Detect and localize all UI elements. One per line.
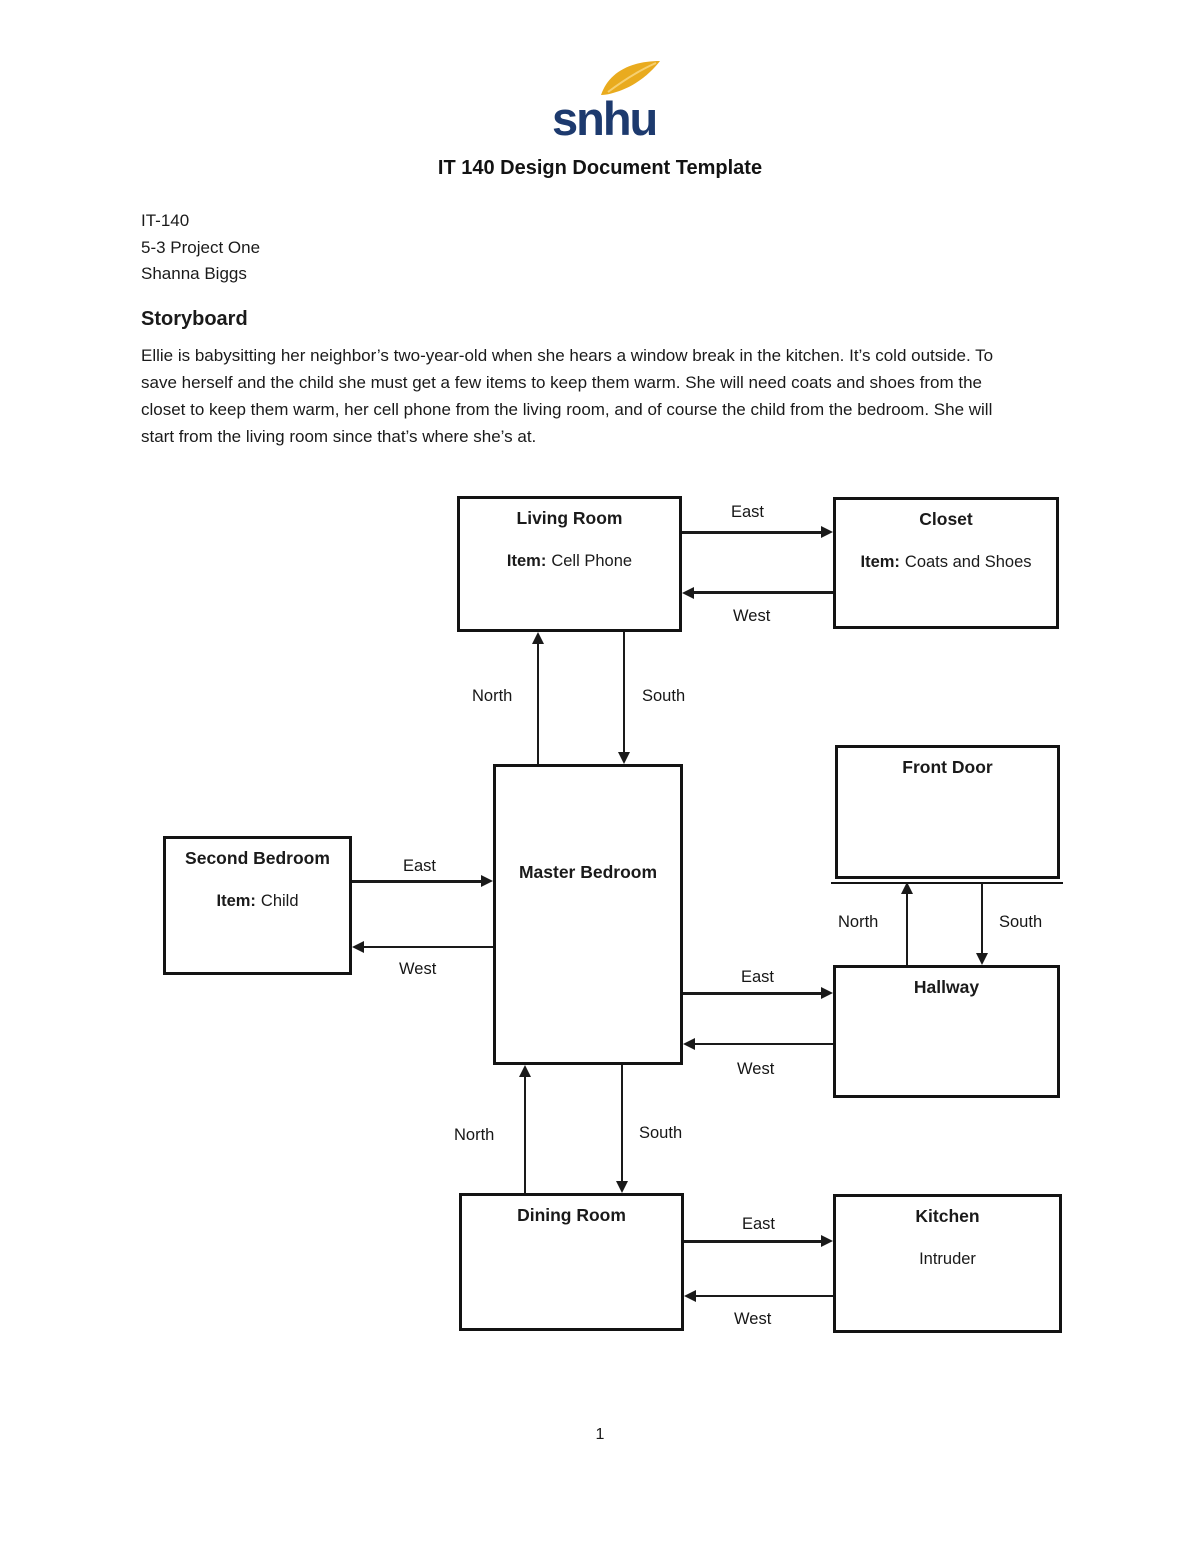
direction-label-north: North	[454, 1126, 495, 1144]
direction-label-north: North	[472, 687, 513, 705]
room-item: Item:Coats and Shoes	[836, 553, 1056, 572]
leaf-icon	[601, 61, 660, 95]
arrow-east-master-to-hallway	[683, 992, 821, 995]
arrow-south-frontdoor-to-hallway	[981, 883, 983, 953]
storyboard-body: Ellie is babysitting her neighbor’s two-…	[141, 346, 994, 446]
direction-label-south: South	[642, 687, 686, 705]
direction-label-east: East	[742, 1215, 776, 1233]
arrowhead-down-icon	[616, 1181, 628, 1193]
arrowhead-left-icon	[683, 1038, 695, 1050]
room-title: Closet	[919, 509, 973, 529]
arrow-north-dining-to-master	[524, 1077, 526, 1193]
room-title: Kitchen	[915, 1206, 980, 1226]
room-item: Item:Cell Phone	[460, 552, 679, 571]
room-title: Front Door	[902, 757, 993, 777]
page-number: 1	[595, 1426, 605, 1443]
room-kitchen: Kitchen Intruder	[833, 1194, 1062, 1333]
room-occupant: Intruder	[919, 1250, 976, 1268]
arrow-west-hallway-to-master	[695, 1043, 833, 1045]
room-dining-room: Dining Room	[459, 1193, 684, 1331]
arrowhead-up-icon	[519, 1065, 531, 1077]
room-title: Living Room	[516, 508, 623, 528]
arrow-east-dining-to-kitchen	[684, 1240, 821, 1243]
arrow-west-kitchen-to-dining	[696, 1295, 833, 1297]
arrow-west-closet-to-living	[694, 591, 833, 594]
arrowhead-left-icon	[682, 587, 694, 599]
room-title: Hallway	[913, 977, 980, 997]
room-master-bedroom: Master Bedroom	[493, 764, 683, 1065]
front-door-underline	[831, 882, 1063, 884]
direction-label-east: East	[741, 968, 775, 986]
arrow-east-second-to-master	[352, 880, 481, 883]
course-code: IT-140	[141, 211, 190, 230]
room-front-door: Front Door	[835, 745, 1060, 879]
arrowhead-right-icon	[821, 987, 833, 999]
arrowhead-left-icon	[684, 1290, 696, 1302]
item-value: Coats and Shoes	[904, 553, 1032, 571]
meta-block: IT-140 5-3 Project One Shanna Biggs	[141, 208, 260, 288]
arrow-south-master-to-dining	[621, 1065, 623, 1181]
arrowhead-up-icon	[532, 632, 544, 644]
storyboard-heading: Storyboard	[141, 308, 248, 330]
direction-label-south: South	[999, 913, 1043, 931]
logo-wordmark: snhu	[552, 92, 658, 145]
item-value: Child	[260, 892, 299, 910]
direction-label-west: West	[737, 1060, 775, 1078]
room-title: Second Bedroom	[185, 848, 330, 868]
arrowhead-left-icon	[352, 941, 364, 953]
room-title: Dining Room	[517, 1205, 626, 1225]
arrowhead-down-icon	[976, 953, 988, 965]
room-closet: Closet Item:Coats and Shoes	[833, 497, 1059, 629]
arrowhead-up-icon	[901, 882, 913, 894]
author-name: Shanna Biggs	[141, 264, 247, 283]
arrow-east-living-to-closet	[682, 531, 822, 534]
direction-label-east: East	[403, 857, 437, 875]
room-hallway: Hallway	[833, 965, 1060, 1098]
direction-label-south: South	[639, 1124, 683, 1142]
arrow-west-master-to-second	[364, 946, 493, 948]
arrowhead-right-icon	[481, 875, 493, 887]
snhu-logo: snhu	[550, 60, 660, 145]
arrow-north-master-to-living	[537, 644, 539, 764]
direction-label-west: West	[399, 960, 437, 978]
document-title: IT 140 Design Document Template	[437, 157, 763, 179]
room-title: Master Bedroom	[518, 862, 658, 882]
arrow-north-hallway-to-frontdoor	[906, 894, 908, 965]
project-name: 5-3 Project One	[141, 237, 261, 257]
room-item: Item:Child	[166, 892, 349, 911]
room-living-room: Living Room Item:Cell Phone	[457, 496, 682, 632]
arrow-south-living-to-master	[623, 632, 625, 752]
direction-label-west: West	[734, 1310, 772, 1328]
direction-label-east: East	[731, 503, 765, 521]
arrowhead-down-icon	[618, 752, 630, 764]
item-label: Item:	[860, 553, 900, 571]
room-second-bedroom: Second Bedroom Item:Child	[163, 836, 352, 975]
arrowhead-right-icon	[821, 1235, 833, 1247]
direction-label-west: West	[733, 607, 771, 625]
arrowhead-right-icon	[821, 526, 833, 538]
item-label: Item:	[216, 892, 256, 910]
direction-label-north: North	[838, 913, 879, 931]
item-value: Cell Phone	[551, 552, 633, 570]
item-label: Item:	[506, 552, 547, 570]
